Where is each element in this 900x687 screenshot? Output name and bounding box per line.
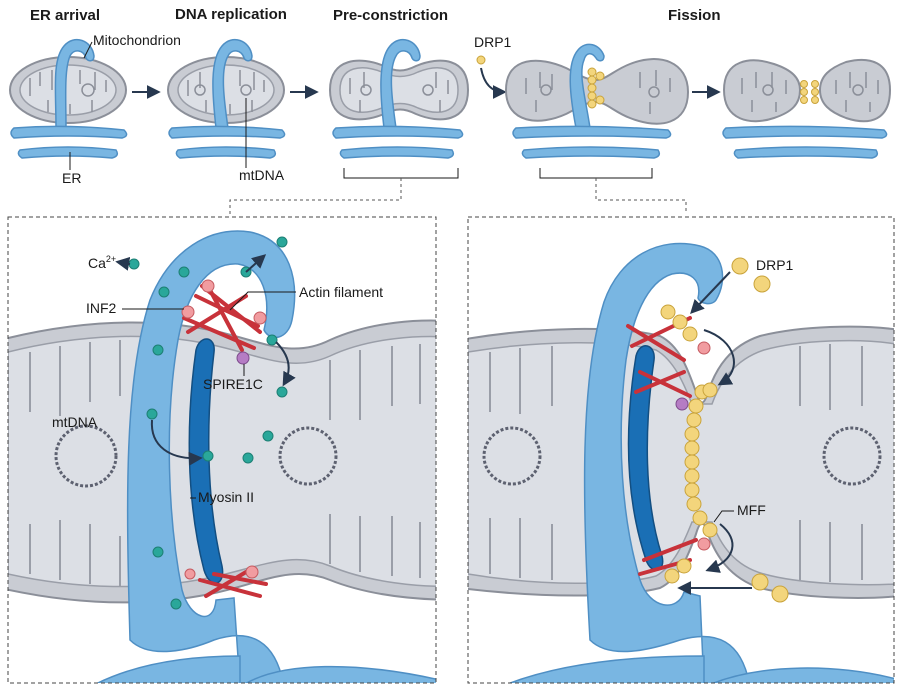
top-row: ER arrival DNA replication Pre-constrict… [9, 6, 892, 214]
drp1-free [731, 257, 789, 603]
calcium-ions-left [128, 236, 288, 610]
calcium-flux-arrow [150, 419, 203, 466]
stage4-er-tubule [569, 43, 605, 129]
stage5-daughter-left [722, 59, 802, 123]
left-er-base [96, 655, 436, 683]
label-inf2: INF2 [86, 300, 117, 316]
mtdna-nucleoid-right [278, 426, 338, 486]
stage1-mitochondrion [9, 56, 127, 124]
stage2-er-sheet [168, 125, 286, 159]
leader-mff [713, 510, 734, 523]
spire1c-protein [236, 351, 250, 365]
label-mtdna-left: mtDNA [52, 414, 98, 430]
stage5-daughter-right [818, 58, 892, 123]
stage-title-er-arrival: ER arrival [30, 7, 100, 24]
calcium-release-arrow [245, 254, 267, 273]
zoom-connector-right [595, 178, 687, 214]
stage4-mitochondrion [504, 58, 690, 125]
drp1-ring [660, 304, 718, 584]
stage-title-fission: Fission [668, 7, 721, 24]
label-ca: Ca2+ [88, 254, 116, 271]
stage2-mitochondrion [167, 56, 285, 124]
right-er-tubule [583, 242, 750, 683]
stage4-drp1-ring [587, 67, 605, 109]
label-mitochondrion: Mitochondrion [93, 32, 181, 48]
inf2-protein [201, 279, 215, 293]
label-mff: MFF [737, 502, 766, 518]
stage4-er-sheet [512, 125, 672, 159]
label-er: ER [62, 170, 81, 186]
myosin-ii-filament-right [627, 345, 664, 571]
right-er-base [508, 655, 894, 683]
left-zoom-panel: Ca2+ INF2 Actin filament SPIRE1C mtDNA M… [7, 216, 437, 684]
drp1-particle-icon [476, 55, 486, 65]
label-myosin-ii: Myosin II [198, 489, 254, 505]
stage3-er-sheet [332, 125, 464, 159]
watermark-text: 大数跨境 [14, 667, 66, 682]
mtdna-nucleoid-r2 [822, 426, 882, 486]
zoom-connector-left [229, 178, 402, 214]
stage5-drp1-remnants [800, 80, 819, 104]
stage3-er-tubule [380, 38, 421, 129]
mtdna-nucleoid-left [54, 424, 118, 488]
label-drp1-right: DRP1 [756, 257, 794, 273]
mtdna-nucleoid-icon [81, 83, 95, 97]
stage1-er-tubule [54, 38, 95, 129]
arrow-stage3-to-4 [480, 67, 507, 99]
spire1c-protein-right [675, 397, 689, 411]
right-zoom-panel: DRP1 MFF [467, 216, 895, 684]
bracket-pre-constriction [343, 168, 459, 179]
stage1-er-sheet [10, 125, 128, 159]
leader-actin-filament [229, 291, 296, 311]
right-panel-frame [467, 216, 895, 684]
leader-mitochondrion [83, 41, 93, 59]
stage-title-pre-constriction: Pre-constriction [333, 7, 448, 24]
actin-filaments-bottom [198, 570, 268, 598]
label-drp1-top: DRP1 [474, 34, 512, 50]
label-spire1c: SPIRE1C [203, 376, 263, 392]
left-panel-frame [7, 216, 437, 684]
label-actin-filament: Actin filament [299, 284, 383, 300]
drp1-recruit-arrow [690, 271, 731, 315]
actin-filaments-right [626, 316, 698, 576]
stage5-er-sheet [722, 125, 888, 159]
stage3-mitochondrion [328, 59, 470, 121]
bracket-fission [539, 168, 653, 179]
label-mtdna-top: mtDNA [239, 167, 285, 183]
mtdna-nucleoid-r1 [482, 426, 542, 486]
stage-title-dna-replication: DNA replication [175, 6, 287, 23]
stage2-er-tubule [212, 38, 253, 129]
